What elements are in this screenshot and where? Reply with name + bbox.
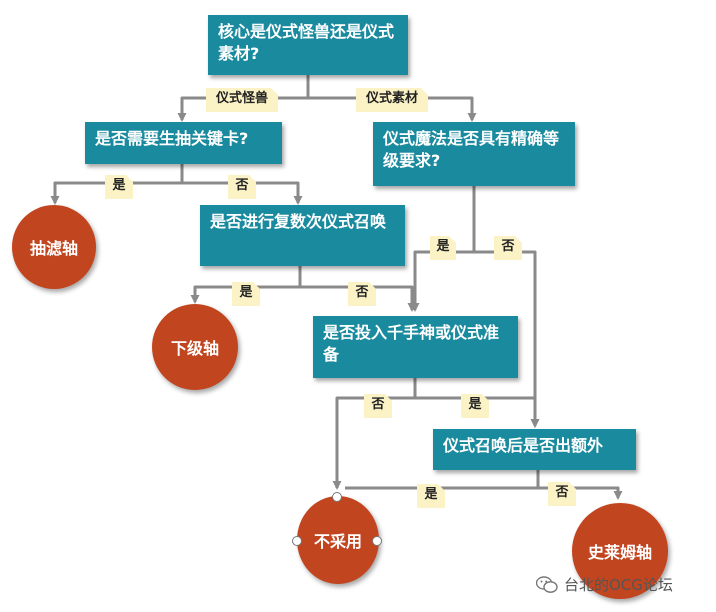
connector-extract-no [182,181,303,205]
connector-thousand-yes [415,396,540,428]
edge-label-ritual-monster: 仪式怪兽 [206,88,278,112]
node-multi-summon-question: 是否进行复数次仪式召唤 [200,205,405,266]
edge-label-extract-no: 否 [228,175,256,199]
wechat-icon [536,575,558,593]
connector-multi-no [300,285,417,312]
edge-label-extra-yes: 是 [417,484,445,508]
watermark: 台北的OCG论坛 [536,574,673,595]
node-thousand-hands-question: 是否投入千手神或仪式准备 [313,316,518,378]
edge-label-thousand-no: 否 [364,394,392,418]
edge-label-multi-yes: 是 [232,282,260,306]
leaf-not-adopted: 不采用 [297,496,379,584]
node-extra-after-question: 仪式召唤后是否出额外 [433,429,636,470]
selection-handle-left [292,536,302,546]
node-magic-level-question: 仪式魔法是否具有精确等级要求? [373,122,575,186]
leaf-draw-axis: 抽滤轴 [12,205,96,289]
node-core-question: 核心是仪式怪兽还是仪式素材? [208,15,408,75]
selection-handle-right [372,536,382,546]
edge-label-extra-no: 否 [548,482,576,506]
edge-label-level-no: 否 [494,236,522,260]
selection-handle-top [332,492,342,502]
watermark-text: 台北的OCG论坛 [564,576,673,594]
edge-label-level-yes: 是 [430,236,456,260]
leaf-slime-axis: 史莱姆轴 [572,503,668,599]
edge-label-ritual-material: 仪式素材 [356,88,428,112]
edge-label-thousand-yes: 是 [461,394,489,418]
connector-extra-yes [345,470,540,490]
node-extract-key-question: 是否需要生抽关键卡? [85,122,282,164]
leaf-lower-level-axis: 下级轴 [152,304,238,390]
edge-label-extract-yes: 是 [105,175,133,199]
edge-label-multi-no: 否 [348,282,376,306]
